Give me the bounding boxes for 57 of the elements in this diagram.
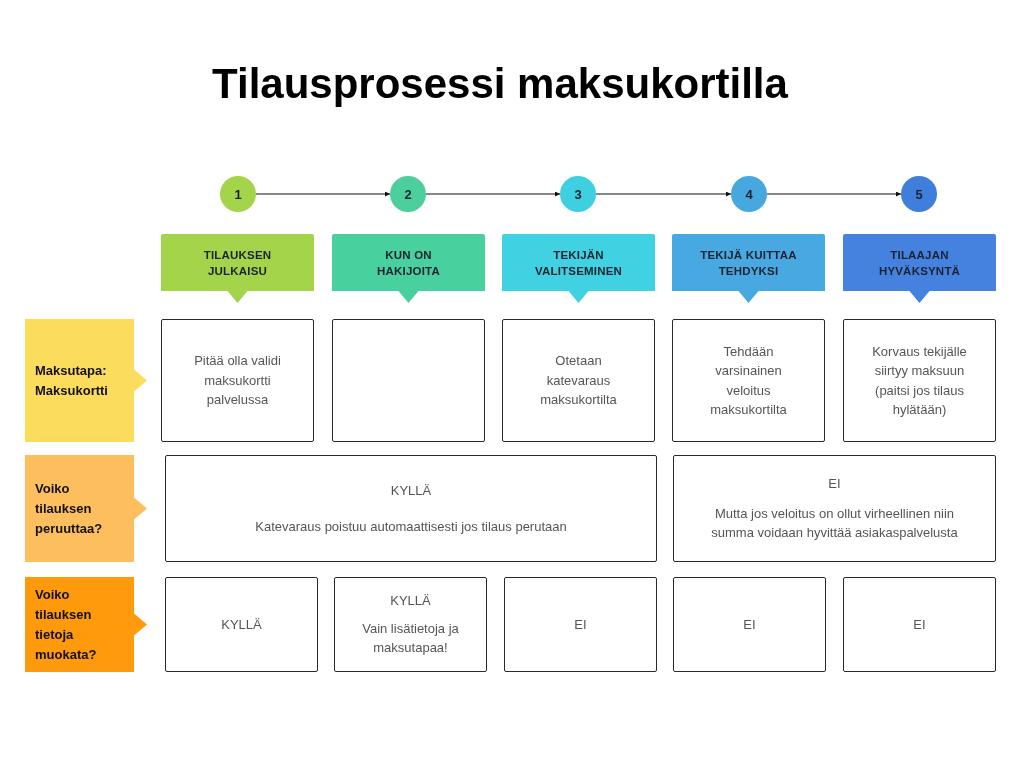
- step-callout: [672, 234, 825, 303]
- info-box: [165, 455, 657, 562]
- cell-text: Korvaus tekijälle siirtyy maksuun (paitsi jos tilaus hylätään): [871, 342, 968, 419]
- row-heading: Voiko tilauksen tietoja muokata?: [35, 585, 98, 664]
- info-box: [843, 577, 996, 672]
- arrow: [255, 191, 391, 197]
- info-box: [843, 319, 996, 442]
- step-number: 3: [574, 186, 582, 202]
- step-circle: [220, 176, 256, 212]
- info-box: [672, 319, 825, 442]
- arrow: [766, 191, 902, 197]
- step-callout: [161, 234, 314, 303]
- cell-text: EI: [913, 615, 926, 634]
- row-heading: Maksutapa: Maksukortti: [35, 361, 109, 400]
- step-circle: [390, 176, 426, 212]
- step-title: TEKIJÄ KUITTAA TEHDYKSI: [699, 247, 798, 279]
- cell-text: EI: [743, 615, 756, 634]
- info-box: [502, 319, 655, 442]
- info-box: [673, 577, 826, 672]
- cell-text: Katevaraus poistuu automaattisesti jos tilaus perutaan: [255, 518, 567, 536]
- info-box: [504, 577, 657, 672]
- step-title: TILAAJAN HYVÄKSYNTÄ: [877, 247, 962, 279]
- step-callout: [332, 234, 485, 303]
- row-label-callout: [25, 577, 147, 672]
- row-heading: Voiko tilauksen peruuttaa?: [35, 479, 104, 538]
- cell-text: EI: [574, 615, 587, 634]
- step-number: 1: [234, 186, 242, 202]
- row-label-callout: [25, 455, 147, 562]
- arrow: [425, 191, 561, 197]
- step-title: TEKIJÄN VALITSEMINEN: [533, 247, 624, 279]
- step-number: 2: [404, 186, 412, 202]
- step-number: 4: [745, 186, 753, 202]
- cell-text: Otetaan katevaraus maksukortilta: [539, 352, 618, 410]
- step-circle: [560, 176, 596, 212]
- info-box: [334, 577, 487, 672]
- cell-text: Tehdään varsinainen veloitus maksukortilta: [709, 342, 788, 419]
- cell-text: Vain lisätietoja ja maksutapaa!: [361, 619, 460, 658]
- step-callout: [843, 234, 996, 303]
- step-circle: [731, 176, 767, 212]
- empty-box: [332, 319, 485, 442]
- step-number: 5: [915, 186, 923, 202]
- row-label-callout: [25, 319, 147, 442]
- cell-heading: KYLLÄ: [390, 592, 431, 611]
- cell-text: Pitää olla validi maksukortti palvelussa: [193, 352, 282, 410]
- title: Tilausprosessi maksukortilla: [212, 59, 788, 109]
- step-title: TILAUKSEN JULKAISU: [202, 247, 273, 279]
- step-circle: [901, 176, 937, 212]
- info-box: [165, 577, 318, 672]
- cell-text: KYLLÄ: [221, 615, 262, 634]
- cell-text: Mutta jos veloitus on ollut virheellinen niin summa voidaan hyvittää asiakaspalvelusta: [710, 504, 959, 543]
- cell-heading: EI: [828, 475, 841, 494]
- step-title: KUN ON HAKIJOITA: [376, 247, 441, 279]
- info-box: [161, 319, 314, 442]
- cell-heading: KYLLÄ: [390, 481, 432, 500]
- arrow: [595, 191, 732, 197]
- info-box: [673, 455, 996, 562]
- step-callout: [502, 234, 655, 303]
